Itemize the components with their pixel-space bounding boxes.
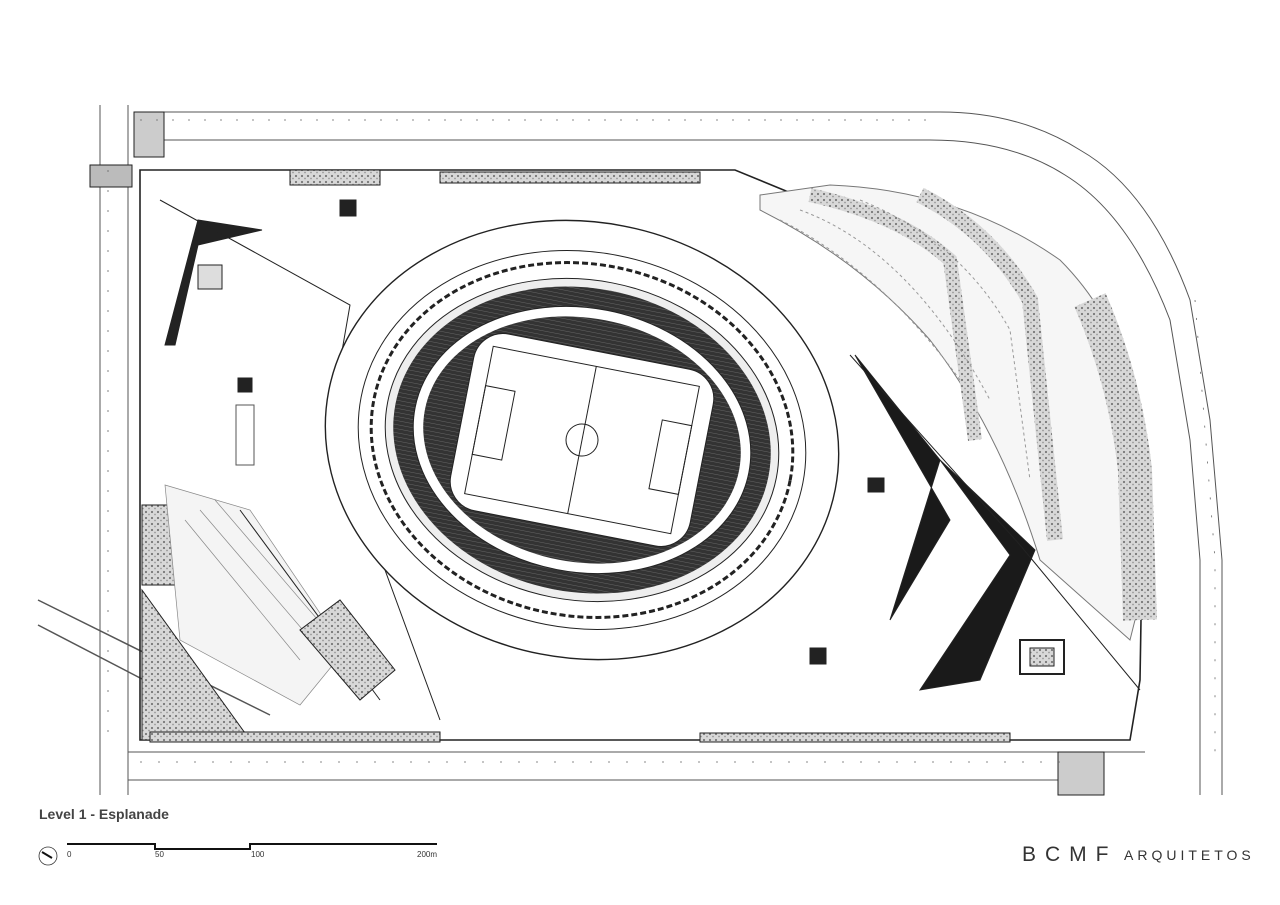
scale-bar: [67, 843, 437, 850]
north-arrow-icon: [38, 846, 58, 866]
tree-rows: [107, 119, 1216, 763]
road-crossing: [89, 164, 133, 188]
west-wedge-building: [164, 219, 263, 346]
perimeter-roads: [37, 105, 1223, 795]
drawing-title: Level 1 - Esplanade: [39, 806, 169, 822]
brand-subtitle: ARQUITETOS: [1124, 847, 1255, 863]
scale-label: 50: [155, 850, 164, 859]
scale-label: 100: [251, 850, 265, 859]
brand-logo: BCMF: [1022, 843, 1118, 866]
east-parking: [759, 184, 1157, 641]
east-plaza-wedge: [854, 354, 951, 621]
stadium: [324, 219, 840, 661]
west-parking: [164, 484, 381, 706]
football-pitch: [464, 345, 700, 535]
scale-label: 200m: [417, 850, 438, 859]
scale-label: 0: [67, 850, 72, 859]
